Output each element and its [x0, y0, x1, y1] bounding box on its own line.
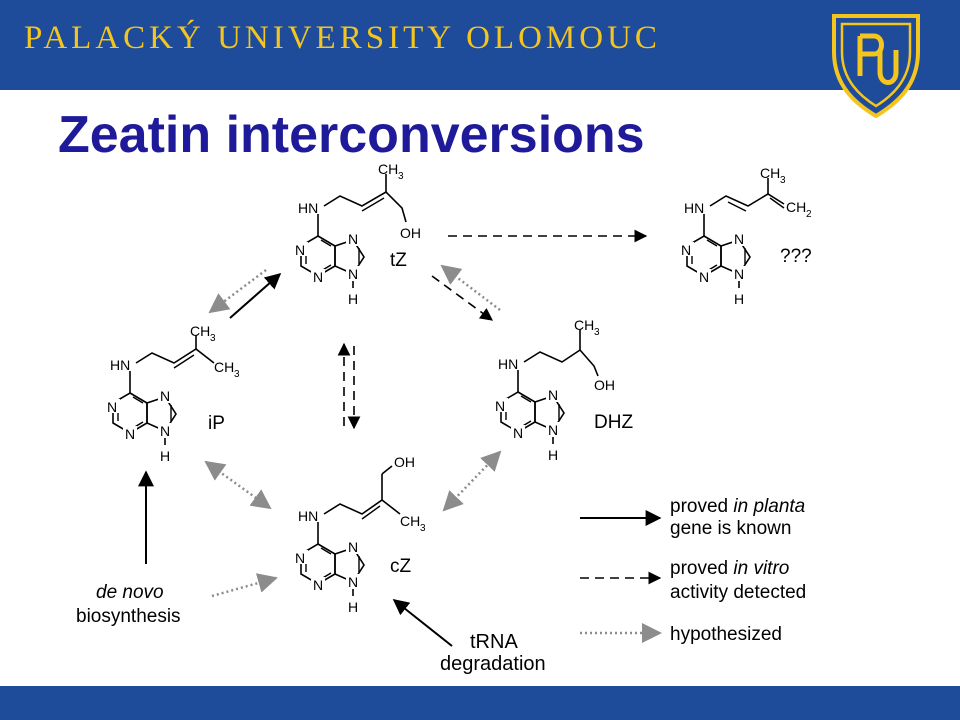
arrow-ip-to-cz-hypothesized — [204, 460, 272, 510]
atom-n: N — [348, 266, 358, 282]
atom-n: N — [160, 388, 170, 404]
arrow-tz-to-ip-hypothesized — [208, 269, 267, 314]
molecule-label-ip: iP — [208, 413, 225, 434]
svg-text:2: 2 — [806, 209, 812, 220]
atom-hn: HN — [498, 356, 518, 372]
atom-n: N — [313, 269, 323, 285]
atom-h: H — [348, 291, 358, 307]
atom-n: N — [295, 242, 305, 258]
atom-n: N — [125, 426, 135, 442]
trna-label: tRNA — [470, 631, 518, 653]
atom-ch3: CH — [214, 359, 234, 375]
arrow-de-novo-to-cz-hypothesized — [211, 573, 278, 598]
arrow-ip-to-tz — [229, 272, 282, 319]
molecule-dhz: N N N N H HN CH 3 OH DHZ — [494, 317, 633, 463]
arrow-dhz-to-tz-hypothesized — [440, 264, 501, 311]
svg-text:3: 3 — [210, 333, 216, 344]
atom-h: H — [734, 291, 744, 307]
atom-hn: HN — [110, 357, 130, 373]
atom-oh: OH — [394, 454, 415, 470]
arrow-trna-to-cz — [392, 599, 453, 647]
atom-n: N — [513, 425, 523, 441]
molecule-tz: N N N N H HN CH 3 OH tZ — [294, 161, 421, 307]
atom-hn: HN — [684, 200, 704, 216]
atom-ch2: CH — [786, 199, 806, 215]
molecule-label-unknown: ??? — [780, 246, 812, 267]
header-bar — [0, 0, 960, 90]
arrow-cz-to-dhz-hypothesized — [442, 450, 502, 512]
atom-ch3: CH — [190, 323, 210, 339]
atom-ch3: CH — [400, 513, 420, 529]
molecule-ip: N N N N H HN CH 3 CH 3 iP — [106, 323, 240, 464]
atom-ch3: CH — [760, 165, 780, 181]
de-novo-label: de novo — [96, 582, 164, 603]
university-crest-logo — [832, 14, 920, 118]
atom-ch3: CH — [378, 161, 398, 177]
svg-text:3: 3 — [420, 523, 426, 534]
atom-n: N — [734, 266, 744, 282]
legend-proved-planta: proved in planta — [670, 496, 805, 517]
biosynthesis-label: biosynthesis — [76, 606, 181, 627]
atom-n: N — [548, 422, 558, 438]
atom-h: H — [348, 599, 358, 615]
footer-bar — [0, 686, 960, 720]
atom-n: N — [107, 399, 117, 415]
atom-n: N — [699, 269, 709, 285]
atom-n: N — [548, 387, 558, 403]
svg-text:3: 3 — [594, 327, 600, 338]
legend: proved in planta gene is known proved in… — [580, 496, 806, 645]
atom-oh: OH — [594, 377, 615, 393]
molecule-cz: N N N N H HN OH CH 3 cZ — [294, 454, 426, 615]
molecule-label-tz: tZ — [390, 250, 407, 271]
atom-n: N — [295, 550, 305, 566]
atom-hn: HN — [298, 508, 318, 524]
atom-ch3: CH — [574, 317, 594, 333]
molecule-unknown: N N N N H HN CH 3 CH 2 ??? — [680, 165, 812, 307]
atom-n: N — [348, 574, 358, 590]
atom-n: N — [734, 231, 744, 247]
svg-text:3: 3 — [234, 369, 240, 380]
svg-text:3: 3 — [398, 171, 404, 182]
atom-n: N — [313, 577, 323, 593]
atom-h: H — [548, 447, 558, 463]
molecule-label-cz: cZ — [390, 556, 412, 577]
university-name: PALACKÝ UNIVERSITY OLOMOUC — [24, 20, 661, 56]
legend-activity-detected: activity detected — [670, 582, 806, 603]
atom-n: N — [160, 423, 170, 439]
page-title: Zeatin interconversions — [58, 106, 645, 164]
atom-n: N — [348, 539, 358, 555]
degradation-label: degradation — [440, 653, 546, 675]
molecule-label-dhz: DHZ — [594, 412, 633, 433]
atom-n: N — [681, 242, 691, 258]
atom-h: H — [160, 448, 170, 464]
atom-n: N — [495, 398, 505, 414]
legend-proved-vitro: proved in vitro — [670, 558, 789, 579]
atom-hn: HN — [298, 200, 318, 216]
arrow-tz-to-dhz — [431, 275, 494, 321]
legend-gene-known: gene is known — [670, 518, 791, 539]
atom-n: N — [348, 231, 358, 247]
legend-hypothesized: hypothesized — [670, 624, 782, 645]
svg-text:3: 3 — [780, 175, 786, 186]
atom-oh: OH — [400, 225, 421, 241]
